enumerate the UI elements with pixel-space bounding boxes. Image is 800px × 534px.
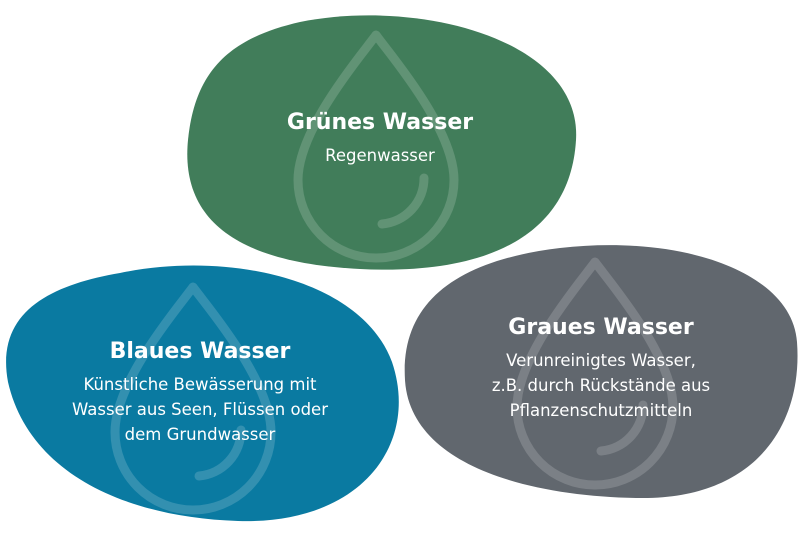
green-water-card: Grünes Wasser Regenwasser bbox=[287, 109, 473, 168]
card-line: Künstliche Bewässerung mit bbox=[83, 375, 317, 394]
card-title: Graues Wasser bbox=[508, 315, 694, 340]
card-line: Pflanzenschutzmitteln bbox=[509, 401, 693, 420]
card-line: Regenwasser bbox=[325, 146, 435, 165]
gray-water-card: Graues Wasser Verunreinigtes Wasser, z.B… bbox=[492, 314, 710, 423]
card-line: Verunreinigtes Wasser, bbox=[506, 351, 696, 370]
card-title: Grünes Wasser bbox=[286, 110, 474, 135]
blue-blob bbox=[6, 265, 399, 522]
green-blob bbox=[187, 15, 577, 270]
gray-blob bbox=[404, 245, 798, 499]
card-line: z.B. durch Rückstände aus bbox=[491, 376, 711, 395]
card-line: dem Grundwasser bbox=[124, 425, 276, 444]
blue-water-card: Blaues Wasser Künstliche Bewässerung mit… bbox=[72, 338, 328, 447]
card-line: Wasser aus Seen, Flüssen oder bbox=[72, 400, 328, 419]
card-title: Blaues Wasser bbox=[109, 339, 291, 364]
